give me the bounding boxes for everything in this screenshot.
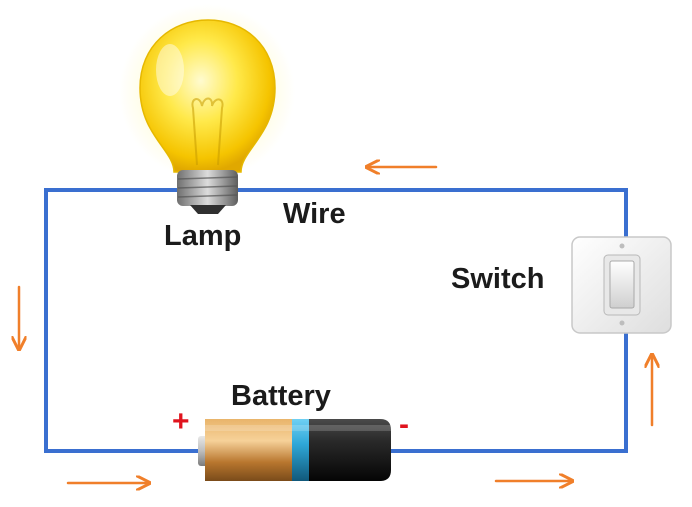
switch-rocker (609, 260, 635, 309)
battery (198, 419, 391, 481)
battery-icon (309, 419, 391, 481)
current-arrows (19, 167, 652, 483)
wire-label: Wire (283, 198, 346, 230)
lamp-filament (191, 97, 224, 166)
battery-label: Battery (231, 380, 331, 412)
switch-label: Switch (451, 263, 545, 295)
positive-terminal-sign: + (172, 405, 190, 438)
lamp (119, 4, 295, 214)
light-bulb-icon (139, 19, 276, 173)
battery-copper (205, 419, 300, 481)
lamp-highlight (156, 44, 184, 96)
battery-band (292, 419, 309, 481)
switch (571, 236, 672, 334)
battery-shine (205, 425, 391, 431)
switch-screw-top (619, 243, 625, 249)
lamp-tip (190, 205, 226, 214)
switch-screw-bottom (619, 320, 625, 326)
lamp-label: Lamp (164, 220, 242, 252)
lamp-base-threads (177, 176, 238, 198)
negative-terminal-sign: - (399, 408, 409, 441)
